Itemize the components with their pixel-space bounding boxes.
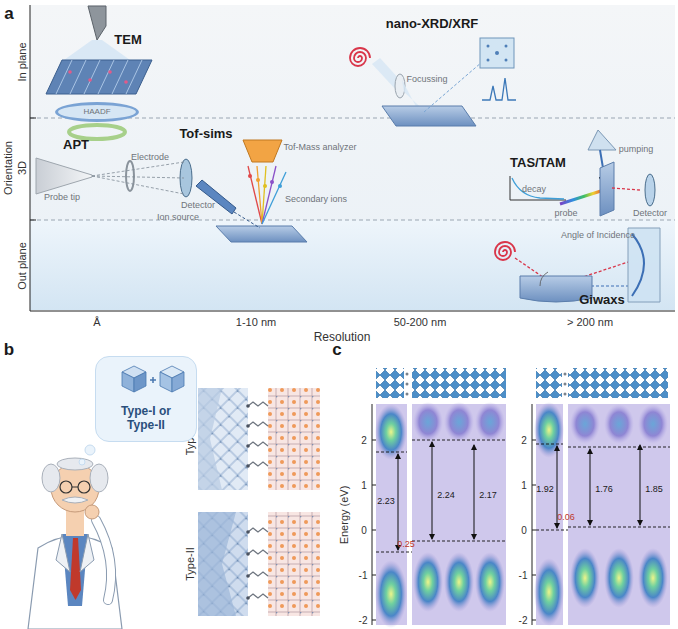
axis-tick: -1 (359, 570, 368, 581)
gap-value: 2.24 (437, 491, 455, 501)
axis-tick: 2 (521, 435, 527, 446)
technique-name: Giwaxs (579, 293, 625, 307)
part-label: pumping (619, 145, 654, 155)
part-label: Detector (181, 201, 215, 211)
node-text: HAADF (83, 107, 110, 116)
thought-bubble: Type-I or Type-II (95, 356, 197, 442)
part-label: Secondary ions (285, 195, 347, 205)
axis-tick: -2 (359, 615, 368, 626)
part-label: Focussing (406, 75, 447, 85)
part-label: Electrode (131, 153, 169, 163)
axis-tick: > 200 nm (567, 316, 613, 328)
axis-tick: Å (93, 316, 100, 328)
technique-name: TAS/TAM (510, 156, 566, 170)
gap-value: 1.85 (645, 485, 663, 495)
part-label: probe (554, 209, 577, 219)
part-label: Angle of Incidence (561, 231, 635, 241)
axis-tick: 1-10 nm (236, 316, 276, 328)
gap-value: 1.76 (595, 485, 613, 495)
part-label: Ion source (157, 213, 199, 223)
part-label: decay (522, 185, 546, 195)
part-label: Tof-Mass analyzer (283, 143, 356, 153)
axis-tick: 0 (521, 525, 527, 536)
axis-title: Energy (eV) (338, 486, 350, 545)
detector-ring: HAADF (55, 102, 139, 122)
axis-title: Orientation (2, 141, 14, 195)
technique-name: nano-XRD/XRF (386, 17, 478, 31)
panel-letter: c (332, 341, 341, 360)
technique-name: TEM (114, 33, 141, 47)
axis-tick: 2 (361, 435, 367, 446)
offset-value: 0.25 (397, 540, 415, 550)
axis-tick: -1 (519, 570, 528, 581)
part-label: Detector (633, 209, 667, 219)
axis-tick: 0 (361, 525, 367, 536)
axis-tick: -2 (519, 615, 528, 626)
diagram-label: Type-II (184, 547, 196, 581)
gap-value: 2.17 (479, 491, 497, 501)
gap-value: 1.92 (536, 485, 554, 495)
technique-name: APT (63, 138, 89, 152)
offset-value: 0.06 (557, 513, 575, 523)
axis-tick: 1 (521, 480, 527, 491)
node-text: Type-I or Type-II (106, 405, 186, 433)
axis-title: Resolution (314, 331, 371, 344)
axis-category: 3D (16, 161, 28, 175)
gap-value: 2.23 (377, 497, 395, 507)
panel-letter: b (4, 341, 14, 360)
axis-tick: 1 (361, 480, 367, 491)
panel-letter: a (4, 5, 13, 24)
part-label: Probe tip (44, 193, 80, 203)
technique-name: Tof-sims (179, 127, 232, 141)
axis-category: In plane (16, 42, 28, 81)
axis-category: Out plane (16, 242, 28, 290)
axis-tick: 50-200 nm (394, 316, 447, 328)
